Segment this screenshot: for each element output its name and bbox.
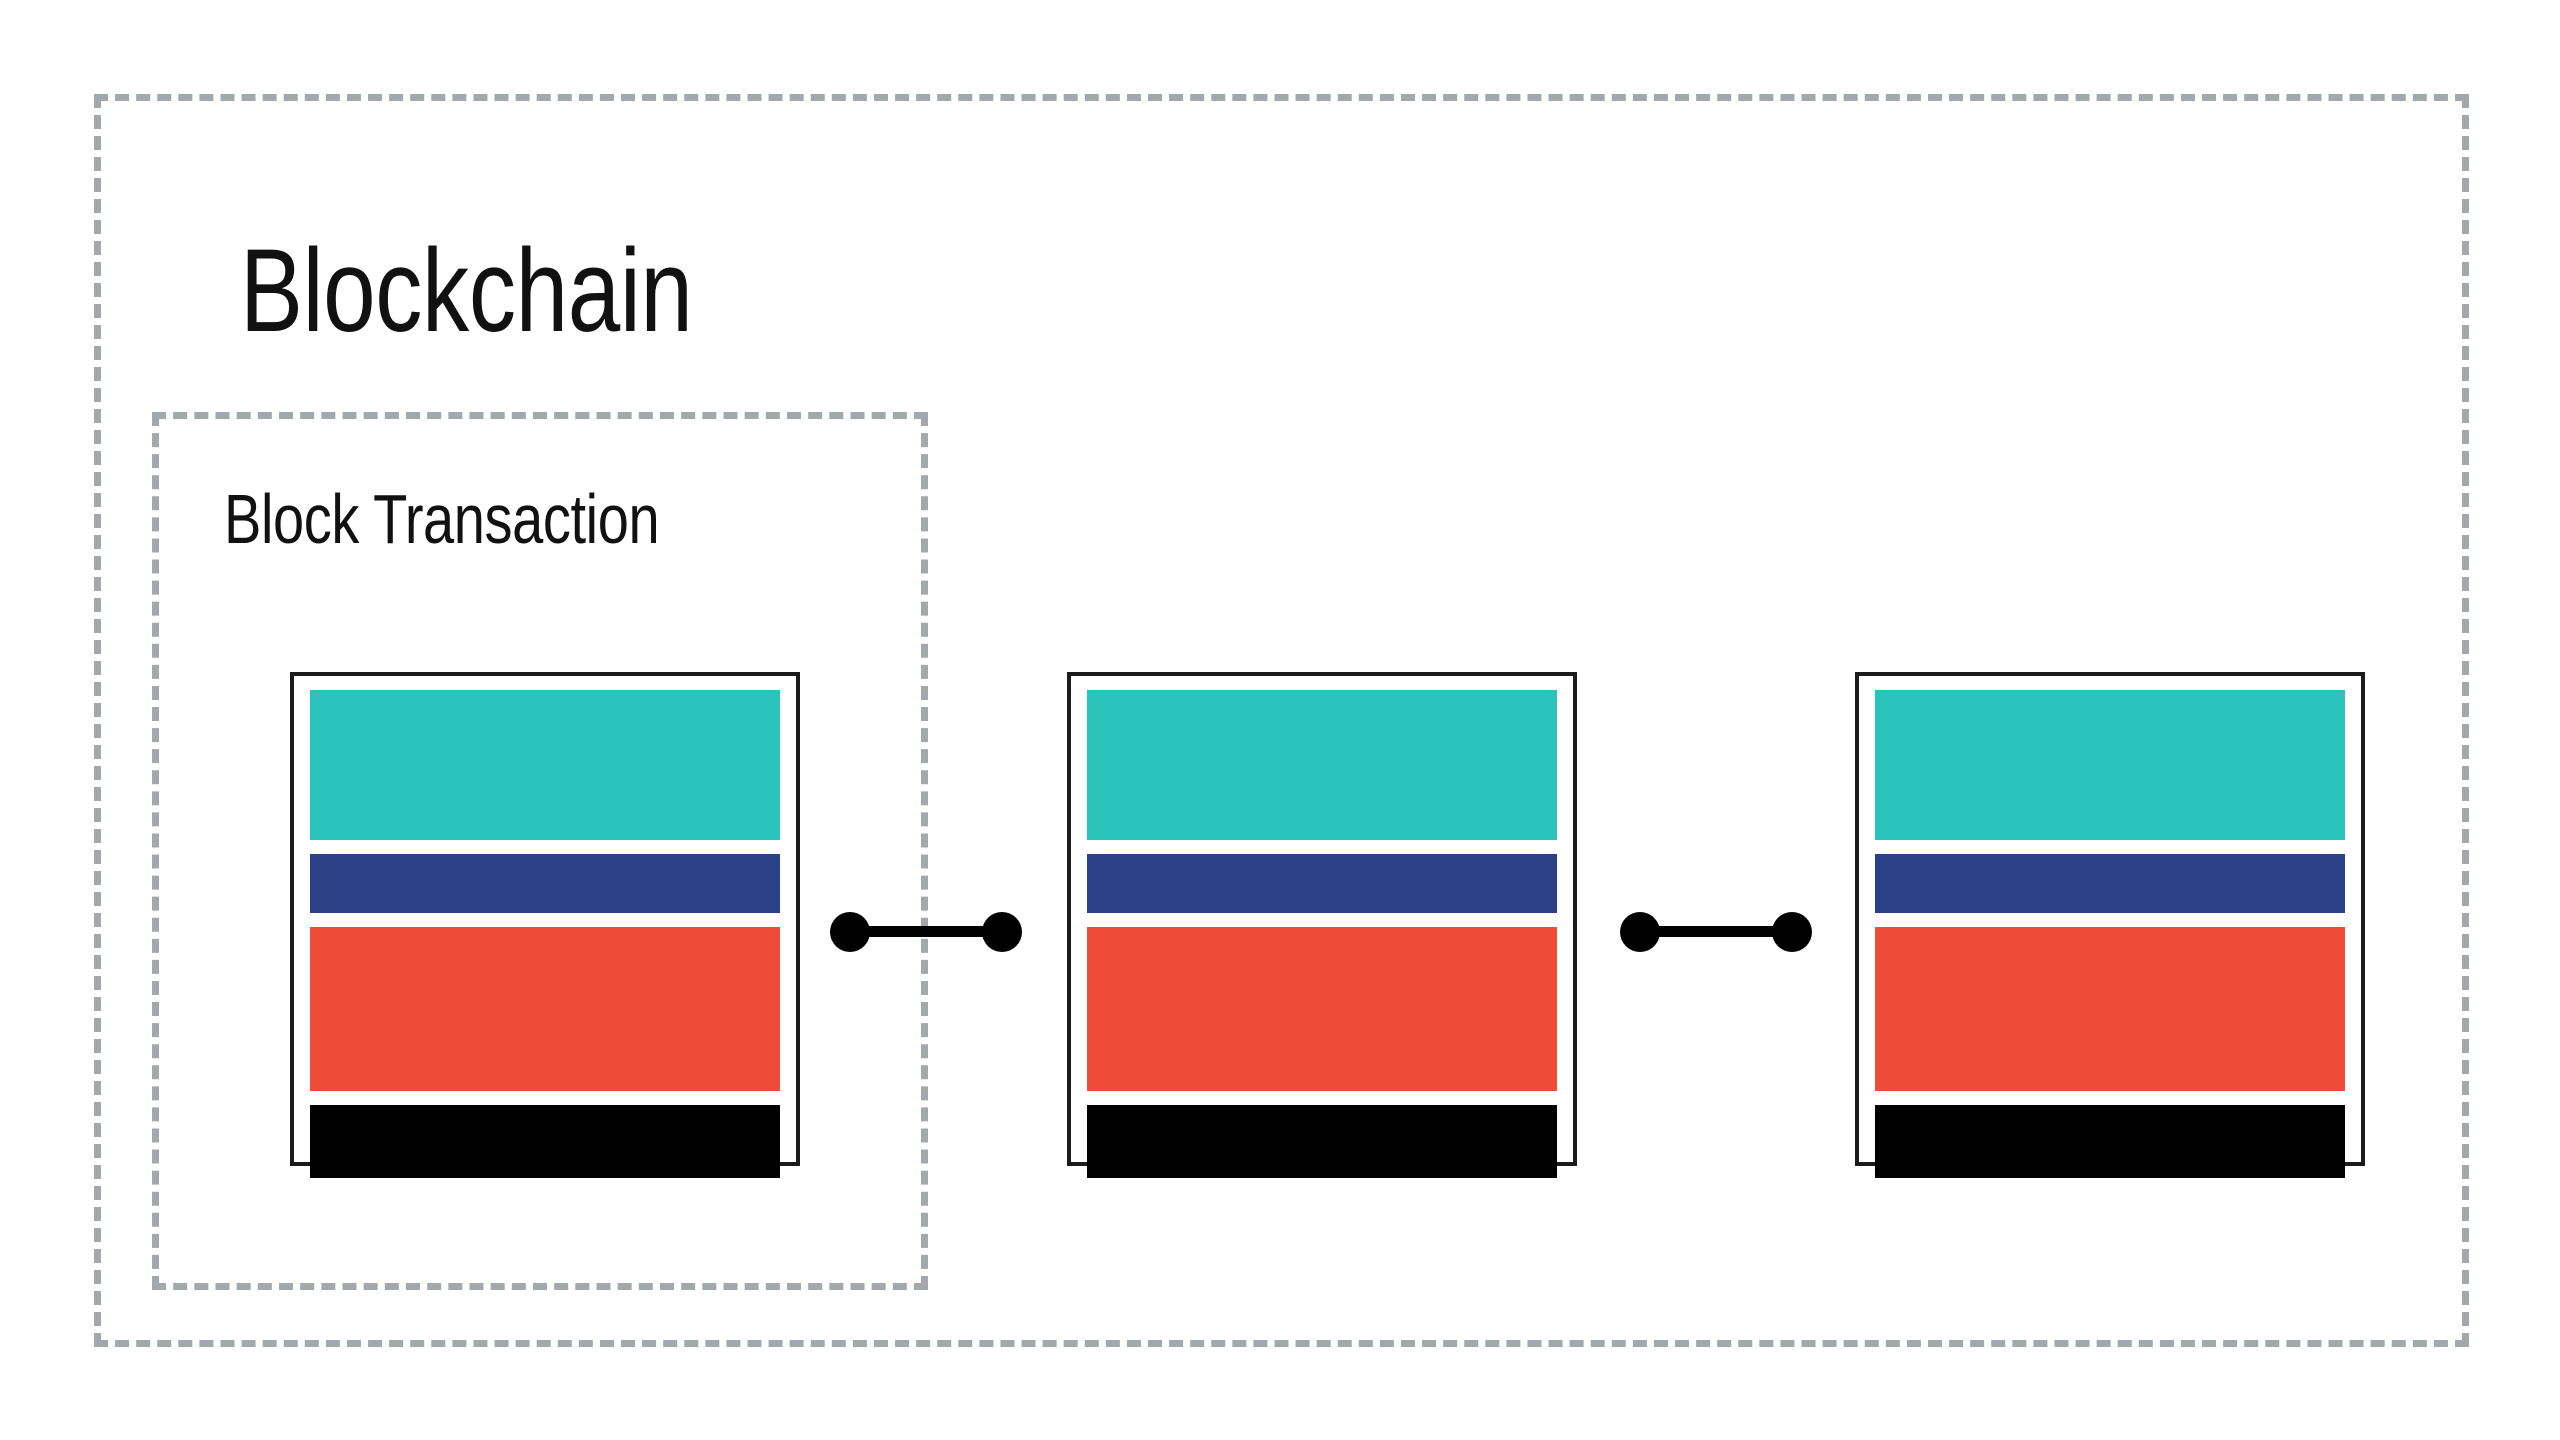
connector-2-bar bbox=[1644, 926, 1788, 937]
block-2-hash-band bbox=[1087, 1105, 1557, 1178]
block-3-header-band bbox=[1875, 690, 2345, 840]
block-1-body-band bbox=[310, 927, 780, 1091]
connector-1-dot-right bbox=[982, 912, 1022, 952]
band-spacer bbox=[1087, 913, 1557, 927]
band-spacer bbox=[1875, 1091, 2345, 1105]
band-spacer bbox=[1087, 840, 1557, 854]
band-spacer bbox=[310, 913, 780, 927]
block-1-header-band bbox=[310, 690, 780, 840]
block-3-body-band bbox=[1875, 927, 2345, 1091]
block-2-header-band bbox=[1087, 690, 1557, 840]
connector-1 bbox=[830, 902, 1022, 962]
block-3-hash-band bbox=[1875, 1105, 2345, 1178]
connector-2-dot-left bbox=[1620, 912, 1660, 952]
connector-1-dot-left bbox=[830, 912, 870, 952]
page-title: Blockchain bbox=[240, 225, 693, 357]
block-transaction-group-boundary bbox=[152, 412, 928, 1290]
block-1[interactable] bbox=[290, 672, 800, 1178]
band-spacer bbox=[1875, 840, 2345, 854]
band-spacer bbox=[1875, 913, 2345, 927]
connector-2 bbox=[1620, 902, 1812, 962]
blockchain-group-boundary bbox=[94, 94, 2469, 1347]
band-spacer bbox=[1087, 1091, 1557, 1105]
connector-2-dot-right bbox=[1772, 912, 1812, 952]
block-1-nonce-band bbox=[310, 854, 780, 913]
block-2-body-band bbox=[1087, 927, 1557, 1091]
block-1-hash-band bbox=[310, 1105, 780, 1178]
connector-1-bar bbox=[854, 926, 998, 937]
block-3[interactable] bbox=[1855, 672, 2365, 1178]
block-3-nonce-band bbox=[1875, 854, 2345, 913]
band-spacer bbox=[310, 840, 780, 854]
block-transaction-label: Block Transaction bbox=[224, 480, 660, 558]
band-spacer bbox=[310, 1091, 780, 1105]
block-2[interactable] bbox=[1067, 672, 1577, 1178]
block-2-nonce-band bbox=[1087, 854, 1557, 913]
